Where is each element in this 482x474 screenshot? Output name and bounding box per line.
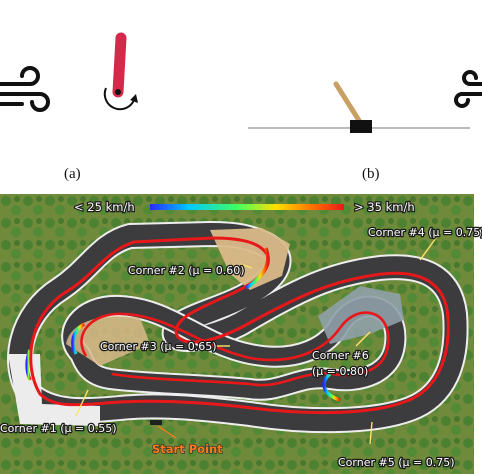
race-track-map: < 25 km/h > 35 km/h Corner #1 (μ = 0.55)… xyxy=(0,194,482,474)
corner-2-label: Corner #2 (μ = 0.60) xyxy=(128,264,245,277)
caption-b: (b) xyxy=(362,166,380,182)
annotation-leaders xyxy=(75,237,437,445)
caption-a: (a) xyxy=(64,166,81,182)
pendulum-icon xyxy=(103,32,138,111)
corner-2-surface xyxy=(210,228,290,290)
trajectory-path xyxy=(29,236,450,415)
start-leader xyxy=(157,425,177,439)
speed-min-label: < 25 km/h xyxy=(74,200,135,214)
corner-6-label-line2: (μ = 0.80) xyxy=(312,365,368,378)
wind-icon xyxy=(0,66,50,112)
corner-3-label: Corner #3 (μ = 0.65) xyxy=(100,340,217,353)
wind-icon xyxy=(454,70,482,108)
speed-colorbar xyxy=(150,204,344,210)
corner-1-label: Corner #1 (μ = 0.55) xyxy=(0,422,117,435)
corner-4-label: Corner #4 (μ = 0.75) xyxy=(368,226,482,239)
start-car xyxy=(150,420,162,425)
cartpole-icon xyxy=(248,81,470,133)
speed-max-label: > 35 km/h xyxy=(354,200,415,214)
slow-segment-corner-1 xyxy=(25,349,32,381)
corner-5-label: Corner #5 (μ = 0.75) xyxy=(338,456,455,469)
trajectory-inner xyxy=(80,311,390,387)
corner-6-label-line1: Corner #6 xyxy=(312,349,369,362)
start-point-label: Start Point xyxy=(152,442,223,456)
slow-segment-corner-3 xyxy=(71,322,86,355)
slow-segment-corner-5 xyxy=(322,372,341,402)
environment-illustrations: (a) (b) xyxy=(0,0,482,194)
slow-segment-corner-2 xyxy=(245,247,270,290)
road xyxy=(7,221,469,434)
